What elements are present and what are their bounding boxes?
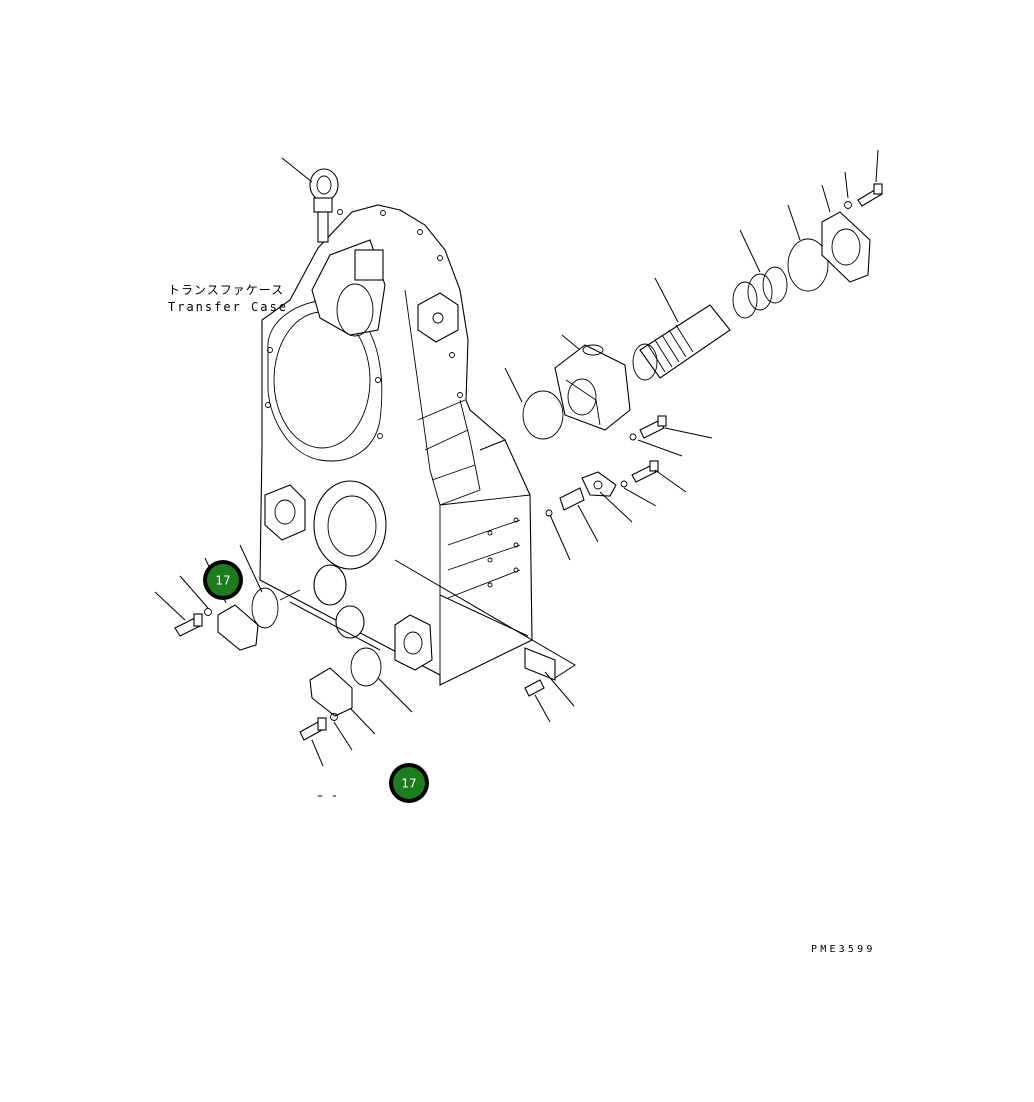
callout-label: 17: [401, 777, 416, 791]
title-japanese: トランスファケース: [168, 283, 284, 297]
callout-label: 17: [215, 574, 230, 588]
leader-lines: [154, 149, 879, 797]
left-cover-assembly: [174, 587, 301, 651]
eye-bolt: [281, 157, 339, 243]
right-fittings: [524, 415, 667, 697]
drawing-code: PME3599: [811, 944, 876, 955]
lower-cover-assembly: [299, 647, 382, 741]
title-english: Transfer Case: [168, 300, 288, 314]
output-tube-assembly: [522, 183, 883, 440]
callout-17-bottom[interactable]: 17: [389, 763, 429, 803]
callout-17-left[interactable]: 17: [203, 560, 243, 600]
transfer-case-housing: [259, 204, 533, 686]
